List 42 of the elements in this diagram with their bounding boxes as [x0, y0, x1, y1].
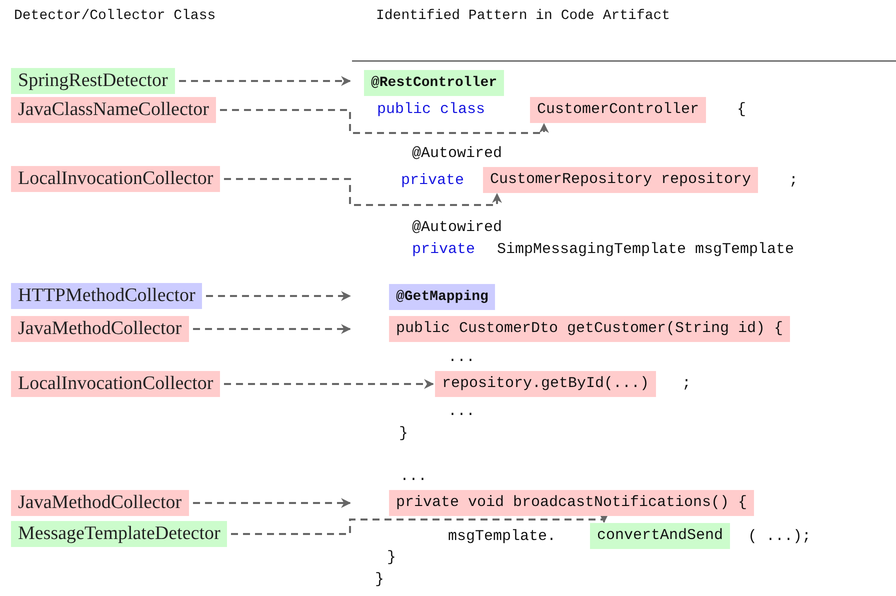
column-heading: Identified Pattern in Code Artifact	[376, 7, 670, 26]
code-text: ...	[448, 402, 476, 422]
class-name-tag: JavaMethodCollector	[11, 316, 189, 342]
code-text: private	[412, 240, 476, 260]
arrow	[220, 109, 549, 134]
code-text: SimpMessagingTemplate msgTemplate	[497, 240, 794, 260]
code-text: msgTemplate.	[448, 527, 556, 547]
code-highlight: public CustomerDto getCustomer(String id) {	[389, 316, 790, 342]
code-text: }	[387, 548, 396, 568]
code-highlight: convertAndSend	[590, 523, 730, 549]
code-text: ;	[789, 171, 798, 191]
class-name-tag: JavaMethodCollector	[11, 490, 189, 516]
class-name-tag: HTTPMethodCollector	[11, 283, 202, 309]
arrow	[224, 178, 502, 206]
class-name-tag: LocalInvocationCollector	[11, 166, 220, 192]
code-highlight: repository.getById(...)	[435, 371, 656, 397]
code-text: ( ...);	[748, 527, 812, 547]
code-highlight: @GetMapping	[389, 284, 496, 310]
code-highlight: private void broadcastNotifications() {	[389, 490, 754, 516]
code-text: }	[375, 570, 384, 590]
arrow	[224, 379, 434, 389]
code-text: }	[399, 424, 408, 444]
code-text: private	[401, 171, 464, 191]
arrow	[193, 498, 351, 508]
code-highlight: CustomerController	[530, 97, 706, 123]
class-name-tag: MessageTemplateDetector	[11, 521, 228, 547]
class-name-tag: JavaClassNameCollector	[11, 97, 216, 123]
class-name-tag: SpringRestDetector	[11, 68, 175, 94]
code-text: ...	[448, 348, 476, 368]
arrow	[206, 291, 351, 301]
arrow	[179, 76, 351, 86]
class-name-tag: LocalInvocationCollector	[11, 371, 220, 397]
code-text: {	[737, 100, 746, 120]
code-text: ...	[400, 467, 428, 487]
code-highlight: CustomerRepository repository	[483, 167, 758, 193]
code-highlight: @RestController	[364, 70, 504, 96]
arrow	[193, 324, 351, 334]
code-text: ;	[682, 374, 692, 394]
code-text: @Autowired	[412, 218, 502, 238]
column-heading: Detector/Collector Class	[14, 7, 216, 26]
code-text: public class	[377, 100, 486, 120]
code-text: @Autowired	[412, 144, 502, 164]
